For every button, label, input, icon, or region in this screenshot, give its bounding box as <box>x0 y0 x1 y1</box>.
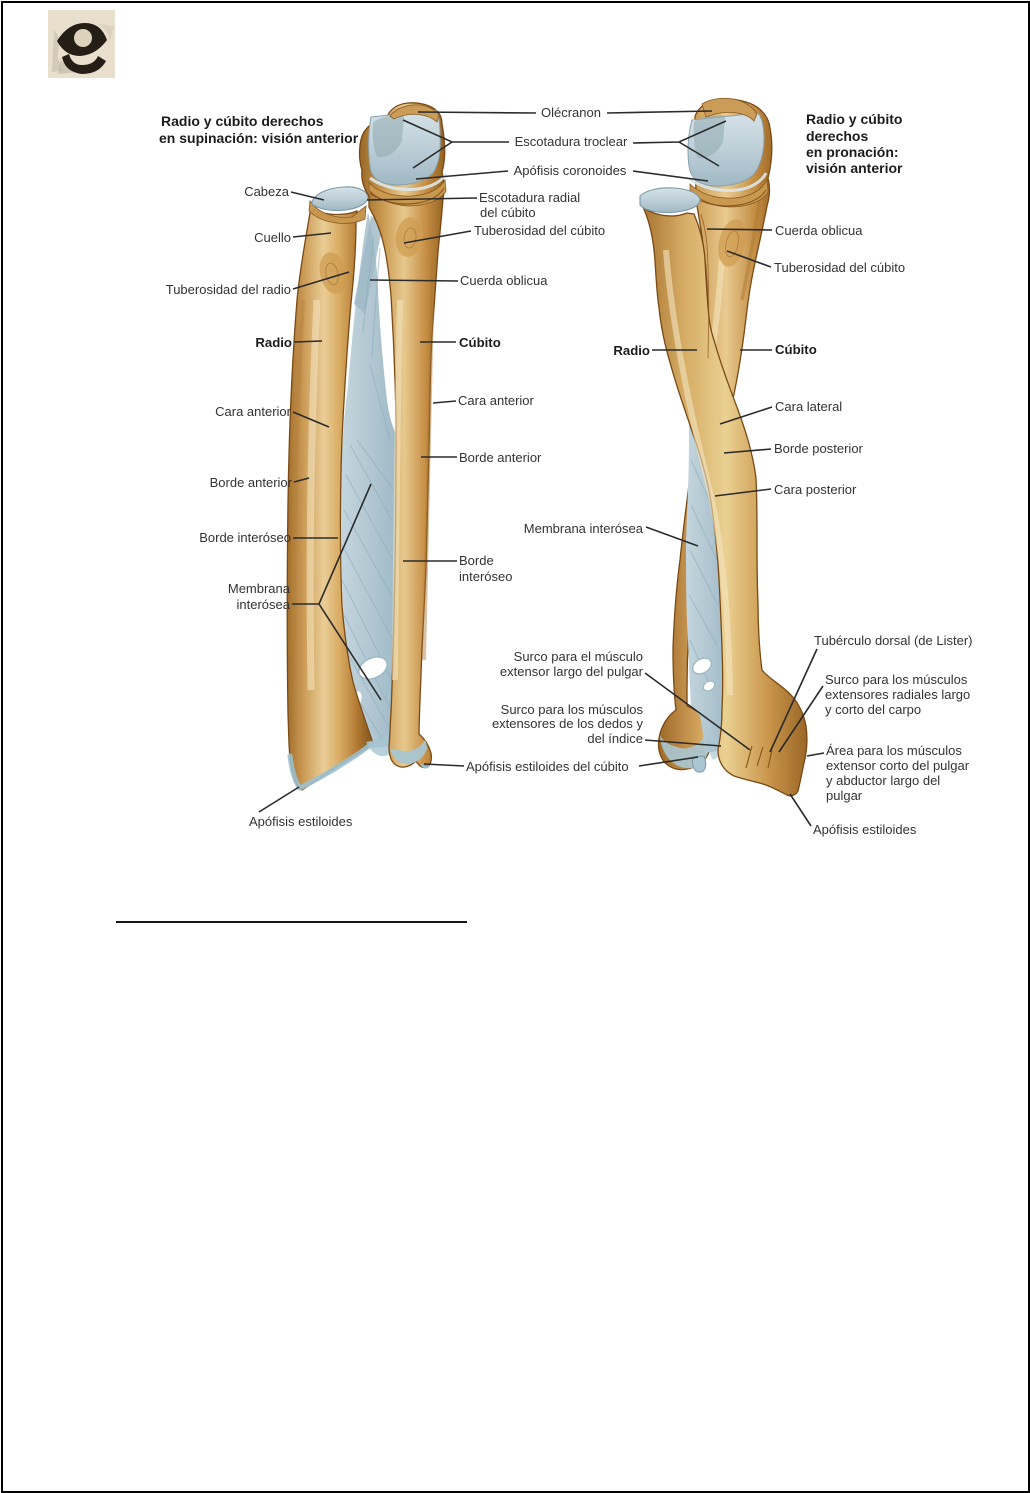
svg-text:Surco para los músculos: Surco para los músculos <box>501 702 644 717</box>
svg-text:Cabeza: Cabeza <box>244 184 290 199</box>
svg-text:Olécranon: Olécranon <box>541 105 601 120</box>
svg-text:extensores radiales largo: extensores radiales largo <box>825 687 970 702</box>
svg-text:Escotadura troclear: Escotadura troclear <box>515 134 628 149</box>
svg-text:Tuberosidad del cúbito: Tuberosidad del cúbito <box>774 260 905 275</box>
svg-text:del índice: del índice <box>587 731 643 746</box>
svg-text:Borde interóseo: Borde interóseo <box>199 530 291 545</box>
svg-text:extensores de los dedos y: extensores de los dedos y <box>492 716 644 731</box>
svg-text:Radio y cúbito: Radio y cúbito <box>806 111 902 127</box>
svg-text:extensor corto del pulgar: extensor corto del pulgar <box>826 758 970 773</box>
svg-text:Cúbito: Cúbito <box>459 335 501 350</box>
svg-text:Cuerda oblicua: Cuerda oblicua <box>460 273 548 288</box>
svg-text:Apófisis estiloides: Apófisis estiloides <box>249 814 353 829</box>
svg-text:Tuberosidad del cúbito: Tuberosidad del cúbito <box>474 223 605 238</box>
svg-text:Radio y cúbito derechos: Radio y cúbito derechos <box>161 113 324 129</box>
svg-text:Borde anterior: Borde anterior <box>210 475 293 490</box>
svg-text:Cara posterior: Cara posterior <box>774 482 857 497</box>
svg-text:interósea: interósea <box>237 597 291 612</box>
svg-text:en supinación: visión anterior: en supinación: visión anterior <box>159 130 359 146</box>
svg-text:Cuello: Cuello <box>254 230 291 245</box>
svg-text:Cara lateral: Cara lateral <box>775 399 842 414</box>
svg-text:Cúbito: Cúbito <box>775 342 817 357</box>
svg-text:Apófisis estiloides: Apófisis estiloides <box>813 822 917 837</box>
svg-text:derechos: derechos <box>806 128 868 144</box>
svg-text:extensor largo del pulgar: extensor largo del pulgar <box>500 664 644 679</box>
svg-text:Cara anterior: Cara anterior <box>215 404 292 419</box>
svg-text:interóseo: interóseo <box>459 569 512 584</box>
svg-text:Radio: Radio <box>255 335 292 350</box>
svg-text:pulgar: pulgar <box>826 788 863 803</box>
svg-text:en pronación:: en pronación: <box>806 144 899 160</box>
svg-text:Cuerda oblicua: Cuerda oblicua <box>775 223 863 238</box>
svg-text:Membrana interósea: Membrana interósea <box>524 521 644 536</box>
svg-text:del cúbito: del cúbito <box>480 205 536 220</box>
svg-text:visión anterior: visión anterior <box>806 160 903 176</box>
svg-text:Tubérculo dorsal (de Lister): Tubérculo dorsal (de Lister) <box>814 633 972 648</box>
svg-text:Borde anterior: Borde anterior <box>459 450 542 465</box>
svg-text:Apófisis coronoides: Apófisis coronoides <box>514 163 627 178</box>
svg-text:Surco para el músculo: Surco para el músculo <box>514 649 643 664</box>
svg-text:Apófisis estiloides del cúbito: Apófisis estiloides del cúbito <box>466 759 629 774</box>
svg-text:Surco para los músculos: Surco para los músculos <box>825 672 968 687</box>
svg-text:Escotadura radial: Escotadura radial <box>479 190 580 205</box>
svg-text:Borde posterior: Borde posterior <box>774 441 864 456</box>
svg-text:Borde: Borde <box>459 553 494 568</box>
svg-text:Área para los músculos: Área para los músculos <box>826 743 962 758</box>
svg-text:y abductor largo del: y abductor largo del <box>826 773 940 788</box>
svg-text:Membrana: Membrana <box>228 581 291 596</box>
svg-text:y corto del carpo: y corto del carpo <box>825 702 921 717</box>
svg-text:Cara anterior: Cara anterior <box>458 393 535 408</box>
svg-text:Radio: Radio <box>613 343 650 358</box>
svg-text:Tuberosidad del radio: Tuberosidad del radio <box>166 282 291 297</box>
